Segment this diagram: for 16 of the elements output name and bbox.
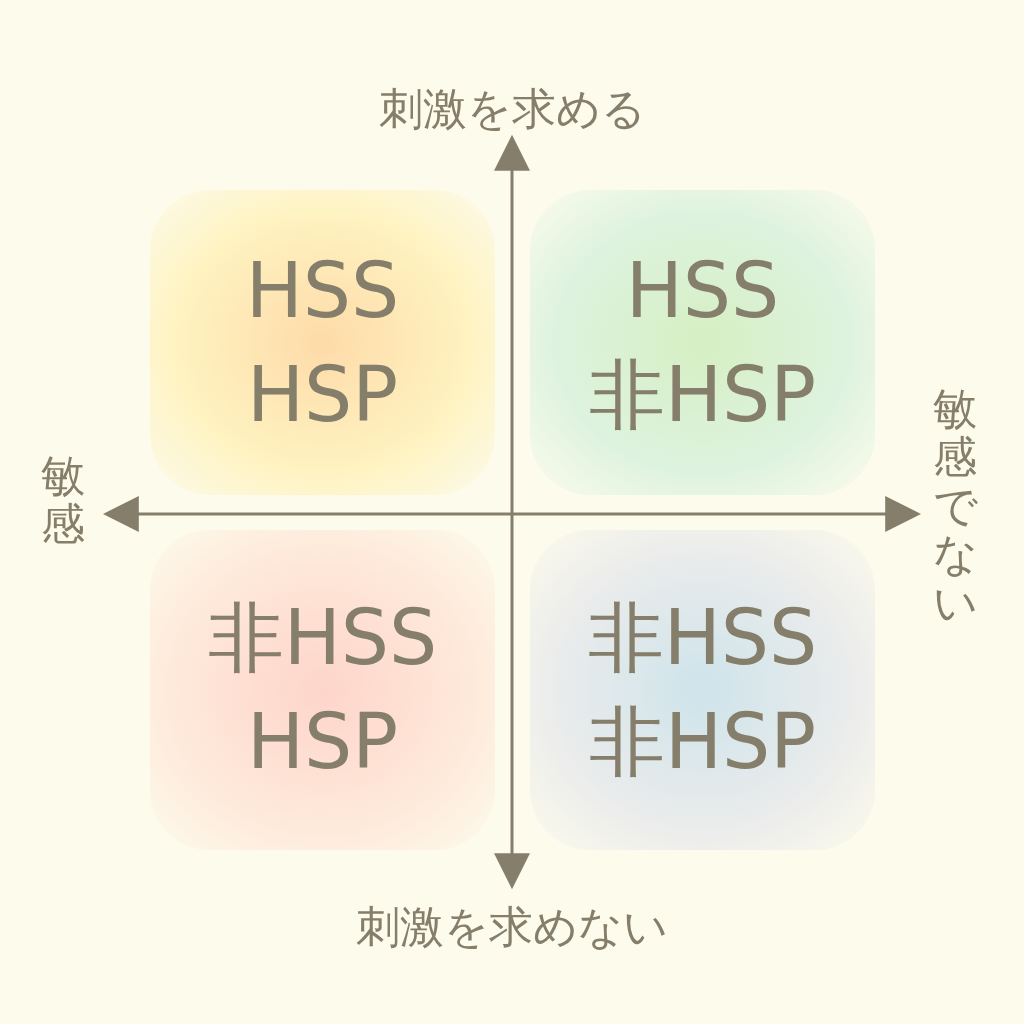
axis-label: 刺激を求めない [356,900,668,954]
quadrant-label: HSP [246,696,399,788]
axis-label: 敏感 [40,452,87,549]
quadrant-label: HSP [246,348,399,441]
quadrant-label: 非HSS [207,592,438,684]
quadrant-area [150,530,495,850]
quadrant-area [150,190,495,495]
quadrant-label: 非HSP [588,348,817,441]
quadrant-label: HSS [245,244,400,337]
axis-label: 刺激を求める [378,82,646,136]
quadrant-label: 非HSS [587,592,818,684]
quadrant-area [530,190,875,495]
quadrant-label: HSS [625,244,780,337]
axis-label: 敏感でない [932,385,979,627]
quadrant-label: 非HSP [588,696,817,788]
quadrant-area [530,530,875,850]
